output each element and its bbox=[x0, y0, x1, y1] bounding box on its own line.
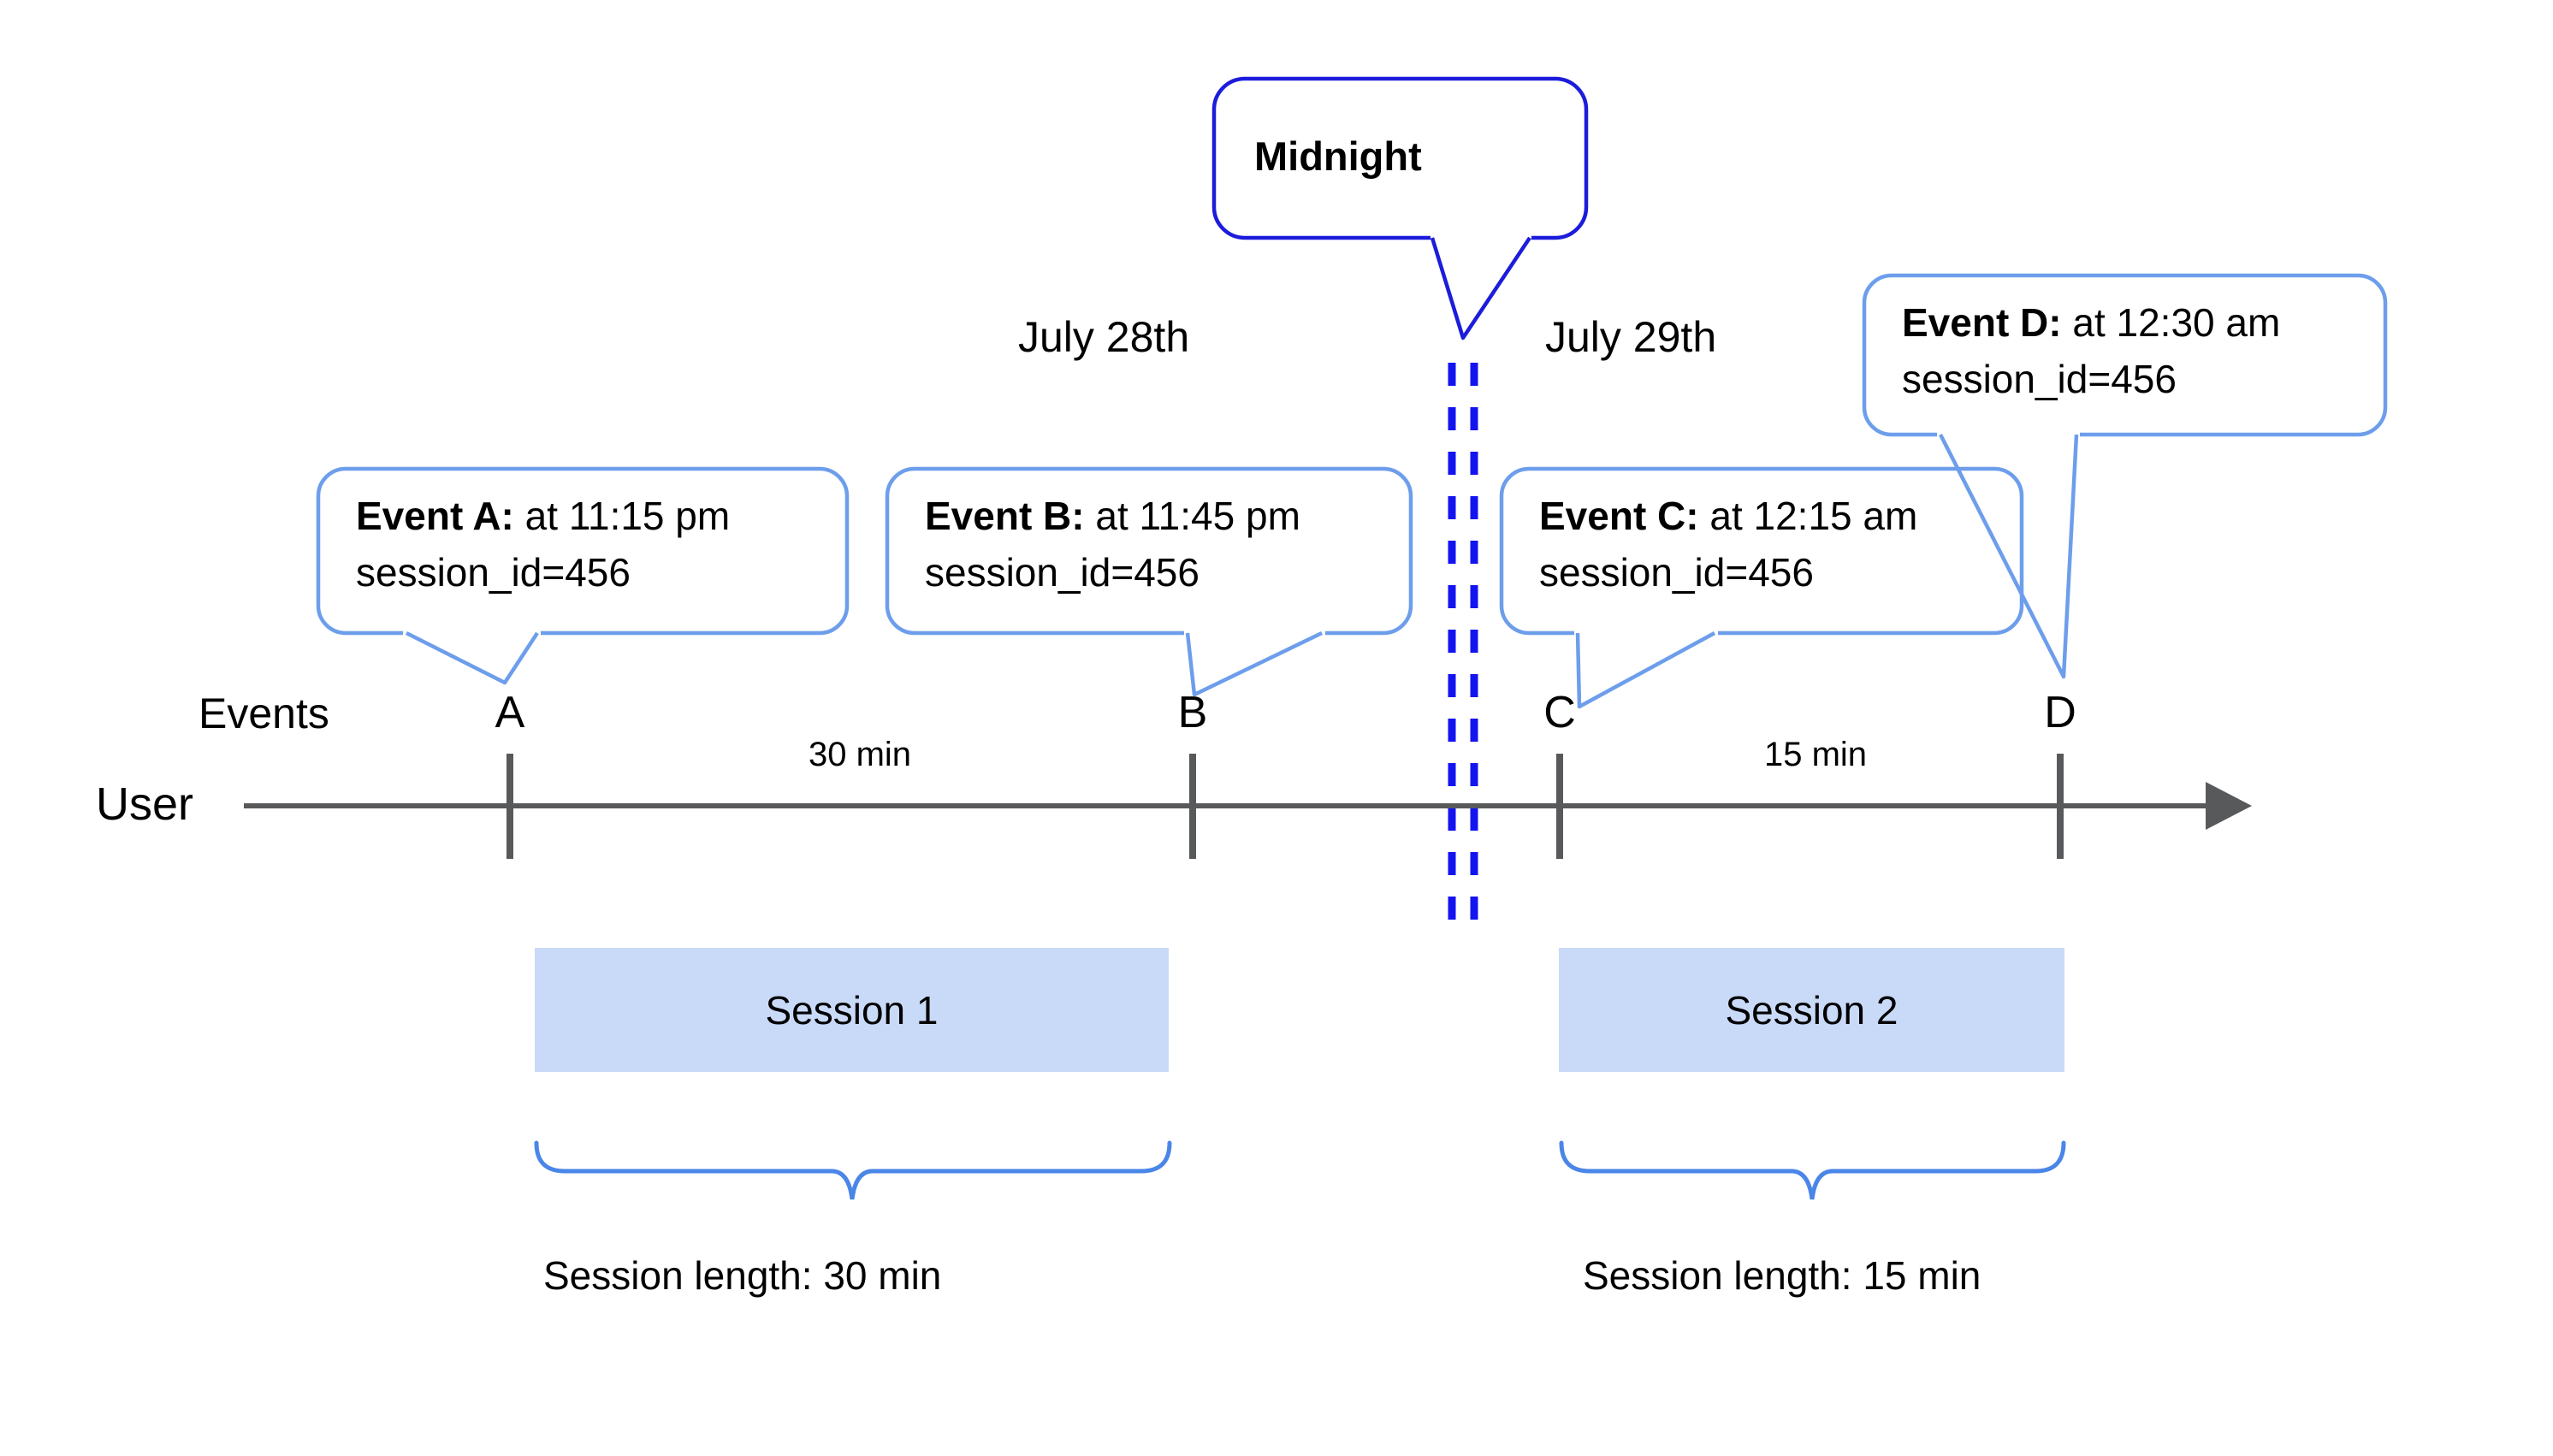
event-letter-d: D bbox=[2044, 688, 2076, 737]
user-timeline-axis bbox=[244, 754, 2252, 859]
date-label-july-29: July 29th bbox=[1545, 313, 1717, 361]
session-1-box-label: Session 1 bbox=[765, 987, 939, 1033]
event-b-line-2: session_id=456 bbox=[925, 550, 1199, 595]
session-2-box: Session 2 bbox=[1559, 948, 2064, 1072]
event-a-title: Event A: bbox=[356, 494, 514, 538]
user-row-label: User bbox=[96, 778, 194, 830]
event-c-line-1: Event C: at 12:15 am bbox=[1539, 488, 1917, 544]
session-1-brace bbox=[534, 1140, 1172, 1200]
events-row-label: Events bbox=[198, 690, 329, 737]
event-letter-a: A bbox=[495, 688, 525, 737]
event-d-callout-bubble bbox=[1862, 273, 2388, 679]
event-c-callout-bubble bbox=[1499, 466, 2024, 709]
interval-label-15-min: 15 min bbox=[1763, 736, 1868, 773]
event-d-time: at 12:30 am bbox=[2061, 300, 2281, 345]
event-b-callout-text: Event B: at 11:45 pm session_id=456 bbox=[925, 488, 1300, 601]
event-b-title: Event B: bbox=[925, 494, 1085, 538]
midnight-divider-dashed-lines bbox=[1448, 363, 1478, 920]
event-a-callout-text: Event A: at 11:15 pm session_id=456 bbox=[356, 488, 730, 601]
session-2-length-label: Session length: 15 min bbox=[1583, 1253, 1981, 1298]
event-d-callout-text: Event D: at 12:30 am session_id=456 bbox=[1902, 294, 2280, 407]
event-a-line-1: Event A: at 11:15 pm bbox=[356, 488, 730, 544]
event-d-title: Event D: bbox=[1902, 300, 2062, 345]
event-c-time: at 12:15 am bbox=[1698, 494, 1918, 538]
event-d-line-2: session_id=456 bbox=[1902, 357, 2177, 402]
interval-label-30-min: 30 min bbox=[808, 736, 912, 773]
event-a-time: at 11:15 pm bbox=[513, 494, 731, 538]
event-c-line-2: session_id=456 bbox=[1539, 550, 1814, 595]
event-c-callout-text: Event C: at 12:15 am session_id=456 bbox=[1539, 488, 1917, 601]
date-label-july-28: July 28th bbox=[1018, 313, 1190, 361]
midnight-callout-bubble bbox=[1211, 76, 1589, 340]
event-b-callout-bubble bbox=[885, 466, 1413, 697]
session-1-length-label: Session length: 30 min bbox=[543, 1253, 942, 1298]
session-2-box-label: Session 2 bbox=[1725, 987, 1898, 1033]
event-b-time: at 11:45 pm bbox=[1084, 494, 1300, 538]
event-b-line-1: Event B: at 11:45 pm bbox=[925, 488, 1300, 544]
session-1-box: Session 1 bbox=[535, 948, 1169, 1072]
event-letter-b: B bbox=[1177, 688, 1208, 737]
timeline-arrowhead-icon bbox=[2206, 782, 2252, 830]
midnight-callout-label: Midnight bbox=[1254, 133, 1422, 179]
event-a-line-2: session_id=456 bbox=[356, 550, 631, 595]
event-d-line-1: Event D: at 12:30 am bbox=[1902, 294, 2280, 351]
event-letter-c: C bbox=[1543, 688, 1576, 737]
event-a-callout-bubble bbox=[316, 466, 850, 685]
session-2-brace bbox=[1559, 1140, 2066, 1200]
event-c-title: Event C: bbox=[1539, 494, 1699, 538]
